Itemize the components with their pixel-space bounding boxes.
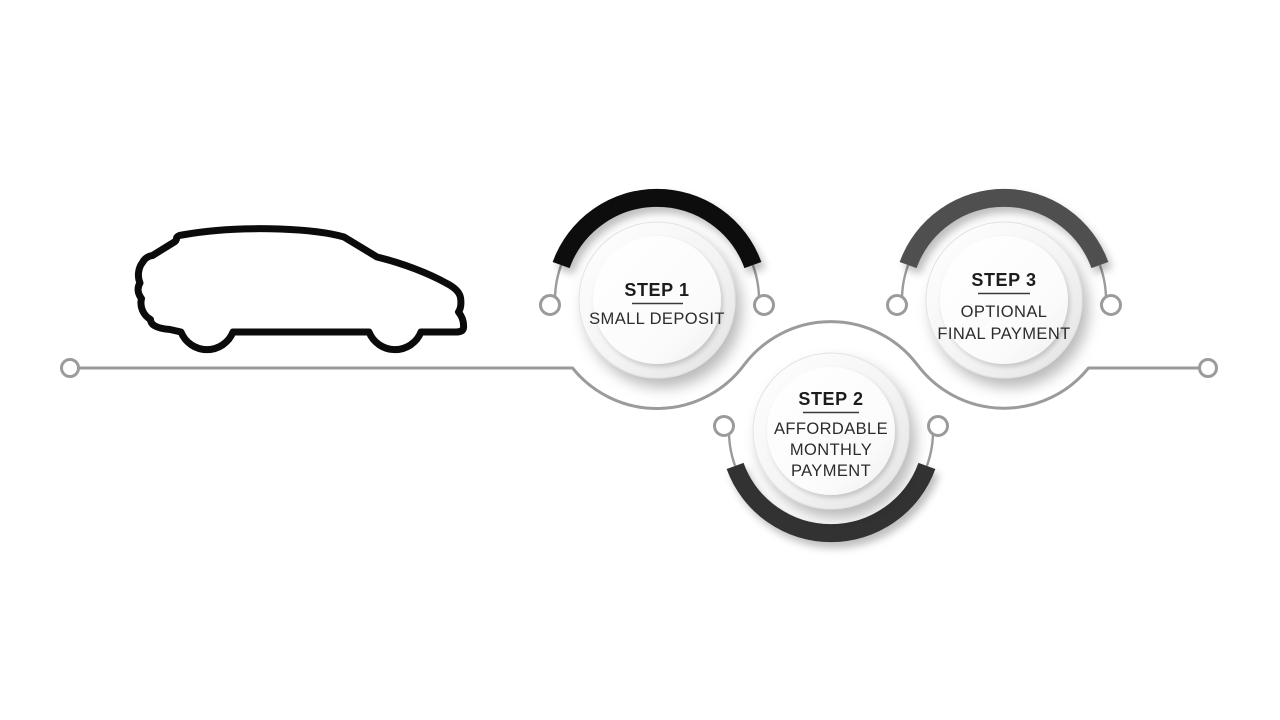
step-3-ring-right-icon xyxy=(1100,294,1122,316)
step-2-ring-left-icon xyxy=(713,415,735,437)
step-2-label-line: MONTHLY xyxy=(790,441,872,459)
step-1-ring-right-icon xyxy=(753,294,775,316)
step-2-label-line: AFFORDABLE xyxy=(774,420,888,438)
connector-endpoint-right-icon xyxy=(1198,358,1218,378)
step-2-ring-right-icon xyxy=(927,415,949,437)
step-3-label-line: FINAL PAYMENT xyxy=(937,325,1070,343)
step-3-circle-inner xyxy=(940,236,1068,364)
step-1-group: STEP 1 SMALL DEPOSIT xyxy=(539,188,775,379)
step-1-circle-inner xyxy=(593,236,721,364)
step-1-title: STEP 1 xyxy=(624,280,689,300)
step-3-group: STEP 3 OPTIONAL FINAL PAYMENT xyxy=(886,188,1122,379)
step-3-title: STEP 3 xyxy=(971,270,1036,290)
step-2-group: STEP 2 AFFORDABLE MONTHLY PAYMENT xyxy=(713,352,949,543)
step-2-circle-inner xyxy=(767,367,895,495)
step-1-label-line: SMALL DEPOSIT xyxy=(589,310,725,328)
step-1-ring-left-icon xyxy=(539,294,561,316)
step-2-title: STEP 2 xyxy=(798,389,863,409)
connector-line xyxy=(78,320,1200,411)
connector-endpoint-left-icon xyxy=(60,358,80,378)
journey-connector xyxy=(60,320,1218,411)
step-3-label-line: OPTIONAL xyxy=(961,303,1048,321)
step-1-progress-arc xyxy=(552,188,762,269)
step-3-progress-arc xyxy=(899,188,1109,269)
step-3-ring-left-icon xyxy=(886,294,908,316)
step-2-progress-arc xyxy=(726,462,936,543)
car-side-icon xyxy=(134,225,468,354)
step-2-label-line: PAYMENT xyxy=(791,462,871,480)
